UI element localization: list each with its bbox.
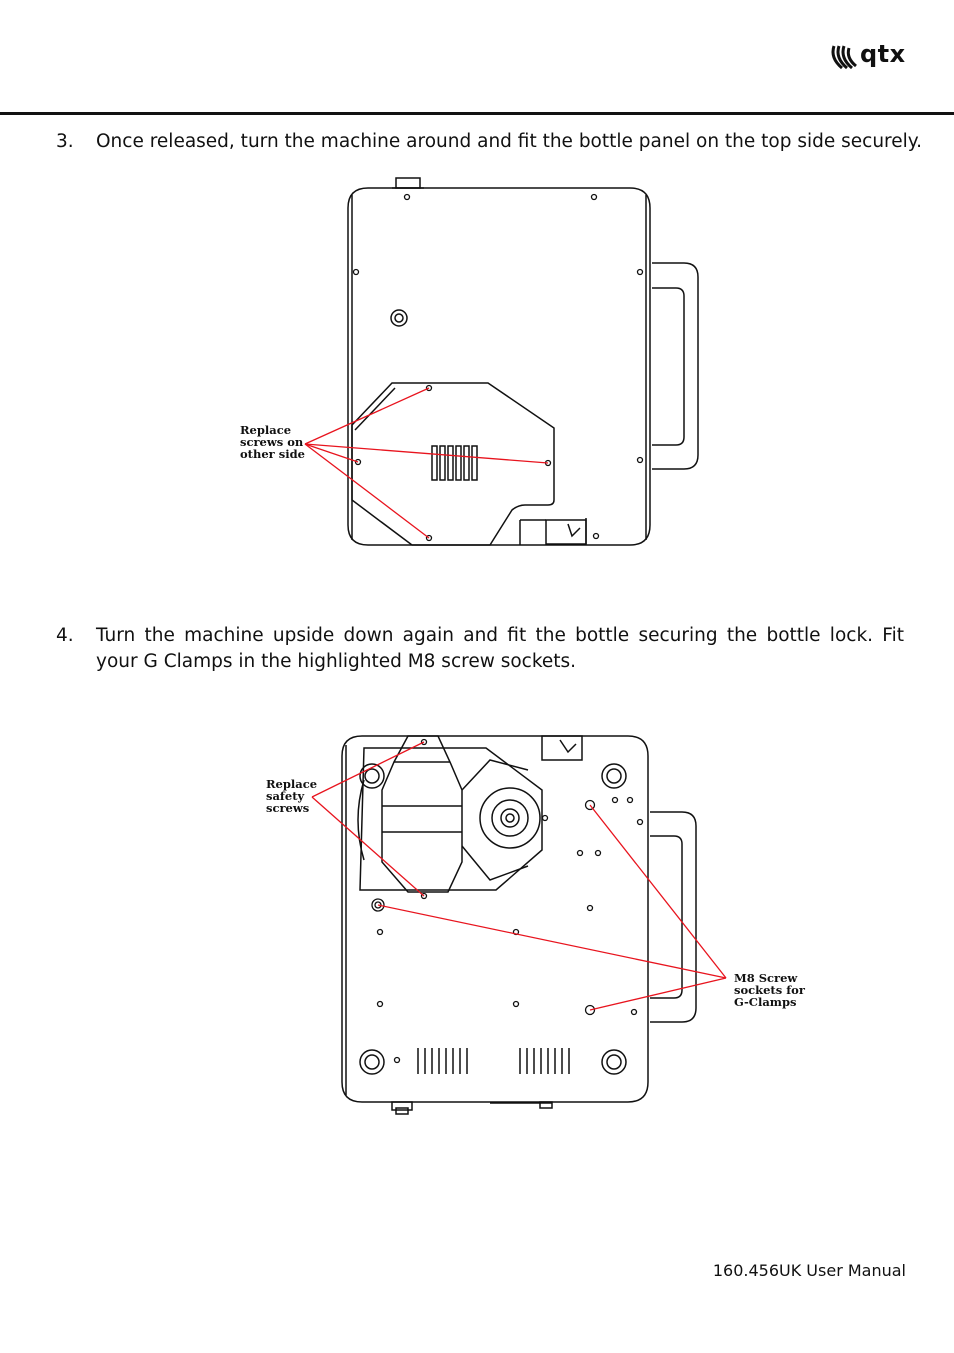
- step-number: 3.: [56, 131, 74, 152]
- step-4: 4. Turn the machine upside down again an…: [56, 623, 906, 677]
- step-text: Turn the machine upside down again and f…: [96, 625, 904, 672]
- qtx-logo-icon: [831, 45, 857, 70]
- step-number: 4.: [56, 625, 74, 646]
- step-3: 3. Once released, turn the machine aroun…: [56, 129, 922, 157]
- callout-replace-screws: Replace screws on other side: [240, 423, 307, 461]
- callout-m8-sockets: M8 Screw sockets for G-Clamps: [734, 971, 809, 1009]
- callout-replace-safety-screws: Replace safety screws: [266, 777, 321, 815]
- step-text: Once released, turn the machine around a…: [96, 131, 922, 152]
- figure-underside-view: Replace safety screws M8 Screw sockets f…: [266, 735, 809, 1115]
- header-rule: [0, 112, 954, 115]
- page-footer: 160.456UK User Manual: [712, 1261, 906, 1280]
- figure-side-view: Replace screws on other side: [240, 177, 699, 546]
- logo-text: qtx: [860, 40, 906, 68]
